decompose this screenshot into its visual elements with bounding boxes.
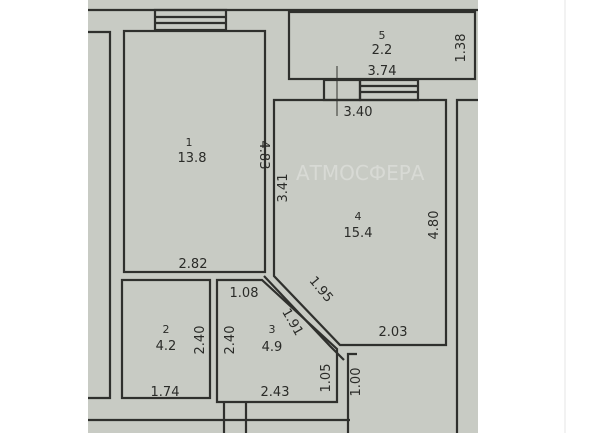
room-3-number: 3 [269,323,276,336]
plan-background [88,0,478,433]
room-2-number: 2 [163,323,170,336]
dim-room4-bottom: 2.03 [379,325,408,340]
room-5-area: 2.2 [372,43,393,58]
room-1-number: 1 [186,136,193,149]
room-4-number: 4 [355,210,362,223]
dim-room4-right: 4.80 [427,211,442,240]
dim-balcony-width: 3.74 [368,64,397,79]
room-4-area: 15.4 [344,226,373,241]
room-2-area: 4.2 [156,339,177,354]
room-2-outline [120,278,212,400]
room-5-number: 5 [379,29,386,42]
dim-bath-bottom: 1.74 [151,385,180,400]
left-strip [88,30,112,400]
watermark: АТМОСФЕРА [296,161,425,185]
dim-bath-right: 2.40 [193,326,208,355]
dim-hall-right: 1.05 [319,364,334,393]
dim-room1-height: 4.83 [256,141,271,170]
walls [88,8,478,433]
room-3-outline [215,278,339,404]
room-4-outline [272,98,448,347]
dim-hall-top: 1.08 [230,286,259,301]
room-3-area: 4.9 [262,340,283,355]
room-1-outline [122,29,267,274]
room-1-area: 13.8 [178,151,207,166]
dim-room4-left: 3.41 [276,174,291,203]
dim-corridor-right: 1.00 [349,368,364,397]
dim-hall-bottom: 2.43 [261,385,290,400]
dim-room1-width: 2.82 [179,257,208,272]
dim-balcony-depth: 1.38 [454,34,469,63]
dim-room4-top: 3.40 [344,105,373,120]
dim-hall-left: 2.40 [223,326,238,355]
